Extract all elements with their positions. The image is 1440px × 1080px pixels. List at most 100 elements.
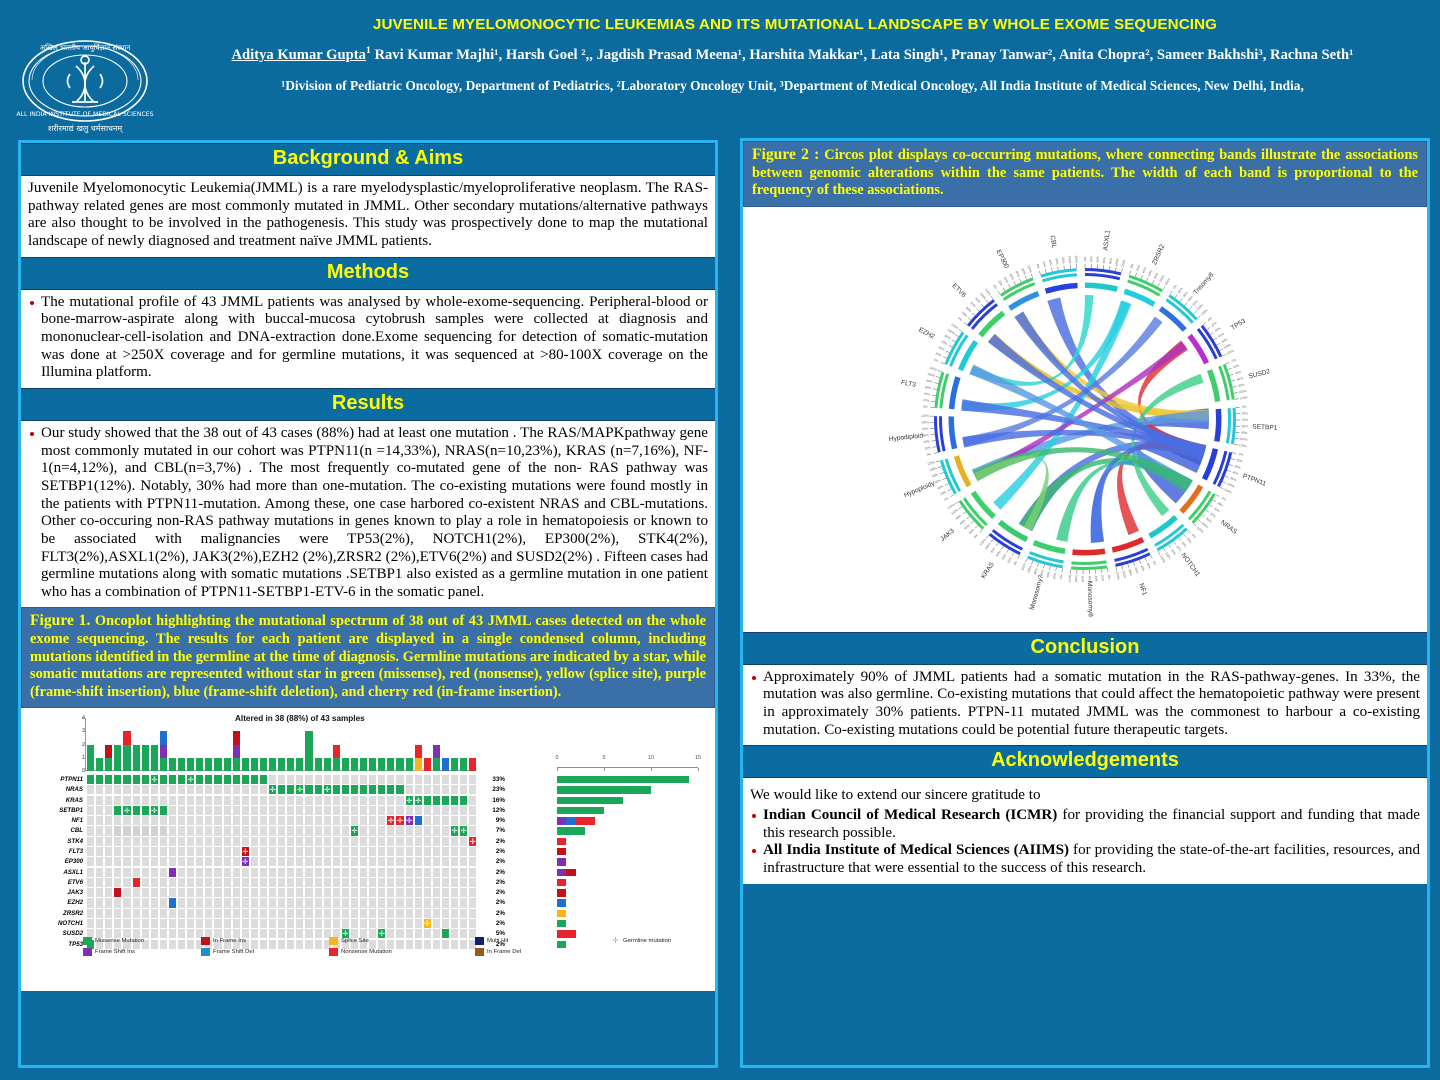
matrix-cell xyxy=(369,857,377,867)
circos-outer-ring xyxy=(939,373,950,409)
matrix-cell xyxy=(87,836,95,846)
matrix-cell xyxy=(441,877,450,888)
bar-segment xyxy=(557,909,567,918)
chord-ribbon xyxy=(971,409,1209,481)
circos-tick-label: 40% xyxy=(1096,256,1101,263)
matrix-cell xyxy=(460,877,468,888)
gene-percent-label: 23% xyxy=(492,786,505,794)
matrix-cell xyxy=(105,939,113,949)
matrix-cell xyxy=(296,939,304,949)
matrix-cell xyxy=(278,898,286,908)
circos-tick xyxy=(1184,302,1188,306)
matrix-cell xyxy=(423,826,431,836)
circos-tick xyxy=(1057,266,1059,271)
matrix-cell xyxy=(141,805,149,816)
matrix-cell xyxy=(341,888,349,898)
matrix-cell xyxy=(150,918,158,929)
matrix-cell xyxy=(223,805,231,816)
matrix-cell xyxy=(214,836,222,846)
bar xyxy=(187,757,195,772)
matrix-cell xyxy=(141,929,149,939)
legend-label: Nonsense Mutation xyxy=(341,948,392,955)
circos-tick-label: 20% xyxy=(1052,572,1057,579)
circos-outer-ring xyxy=(1218,365,1230,401)
bar-row xyxy=(557,940,697,949)
matrix-cell xyxy=(141,785,149,795)
circos-tick-label: 100% xyxy=(979,291,987,300)
matrix-cell xyxy=(432,836,440,846)
matrix-cell xyxy=(451,795,459,805)
bar-row xyxy=(557,847,697,856)
matrix-cell xyxy=(323,836,331,846)
matrix-cell xyxy=(469,918,477,929)
matrix-cell xyxy=(451,836,459,846)
circos-sector xyxy=(948,376,961,409)
matrix-cell xyxy=(350,836,359,846)
matrix-cell xyxy=(305,775,313,785)
matrix-cell xyxy=(232,846,240,857)
circos-tick-label: 80% xyxy=(1230,476,1237,482)
circos-sector xyxy=(1123,288,1156,307)
bar-segment xyxy=(557,868,567,876)
circos-tick xyxy=(1226,469,1231,472)
matrix-cell xyxy=(296,867,304,877)
circos-outer-ring xyxy=(1225,407,1231,444)
circos-tick-label: 80% xyxy=(1221,337,1229,344)
matrix-cell xyxy=(305,785,313,795)
circos-tick xyxy=(1001,545,1004,550)
matrix-cell xyxy=(150,816,158,826)
bar-segment xyxy=(369,757,377,772)
matrix-cell xyxy=(187,929,195,939)
circos-tick-label: 20% xyxy=(1146,562,1152,569)
legend-label: In Frame Ins xyxy=(213,937,247,944)
matrix-cell xyxy=(305,857,313,867)
circos-tick xyxy=(995,542,999,546)
figure2-caption: Figure 2 : Circos plot displays co-occur… xyxy=(743,141,1427,207)
matrix-cell xyxy=(414,939,422,949)
matrix-cell xyxy=(278,918,286,929)
bar-segment xyxy=(314,757,322,772)
matrix-cell xyxy=(123,918,131,929)
matrix-cell xyxy=(214,877,222,888)
matrix-cell xyxy=(278,857,286,867)
author-affil-marker: 1 xyxy=(365,45,371,56)
circos-tick-label: 40% xyxy=(1242,418,1248,422)
circos-tick-label: 40% xyxy=(938,345,946,351)
matrix-cell xyxy=(296,846,304,857)
matrix-cell xyxy=(123,836,131,846)
matrix-cell xyxy=(405,816,413,826)
matrix-cell xyxy=(378,805,386,816)
circos-tick xyxy=(1039,270,1041,275)
matrix-cell xyxy=(414,857,422,867)
matrix-cell xyxy=(441,785,450,795)
matrix-cell xyxy=(96,939,104,949)
legend-item: Missense Mutation xyxy=(83,936,144,945)
circos-tick-label: 20% xyxy=(1006,556,1013,564)
matrix-cell xyxy=(369,836,377,846)
bar-segment xyxy=(232,744,240,758)
matrix-cell xyxy=(405,929,413,939)
circos-tick-label: 20% xyxy=(924,445,931,450)
circos-tick xyxy=(1225,361,1230,364)
bar-segment xyxy=(196,757,204,772)
circos-tick-label: 80% xyxy=(1033,567,1039,574)
circos-tick xyxy=(1043,564,1045,569)
circos-tick xyxy=(947,488,952,491)
matrix-cell xyxy=(350,826,359,836)
matrix-cell xyxy=(369,805,377,816)
matrix-cell xyxy=(460,908,468,918)
matrix-cell xyxy=(159,775,167,785)
matrix-cell xyxy=(132,795,140,805)
germline-star-icon: ✛ xyxy=(151,775,158,785)
bar-row xyxy=(557,898,697,907)
matrix-cell xyxy=(378,918,386,929)
circos-tick-label: 0% xyxy=(1107,574,1112,579)
germline-star-icon: ✛ xyxy=(451,826,458,836)
gene-label: JAK3 xyxy=(67,889,83,897)
bar xyxy=(278,757,286,772)
matrix-cell xyxy=(214,805,222,816)
axis-tick-label: 5 xyxy=(602,755,606,762)
matrix-cell xyxy=(168,795,177,805)
matrix-cell xyxy=(132,939,140,949)
circos-tick xyxy=(1139,559,1141,564)
